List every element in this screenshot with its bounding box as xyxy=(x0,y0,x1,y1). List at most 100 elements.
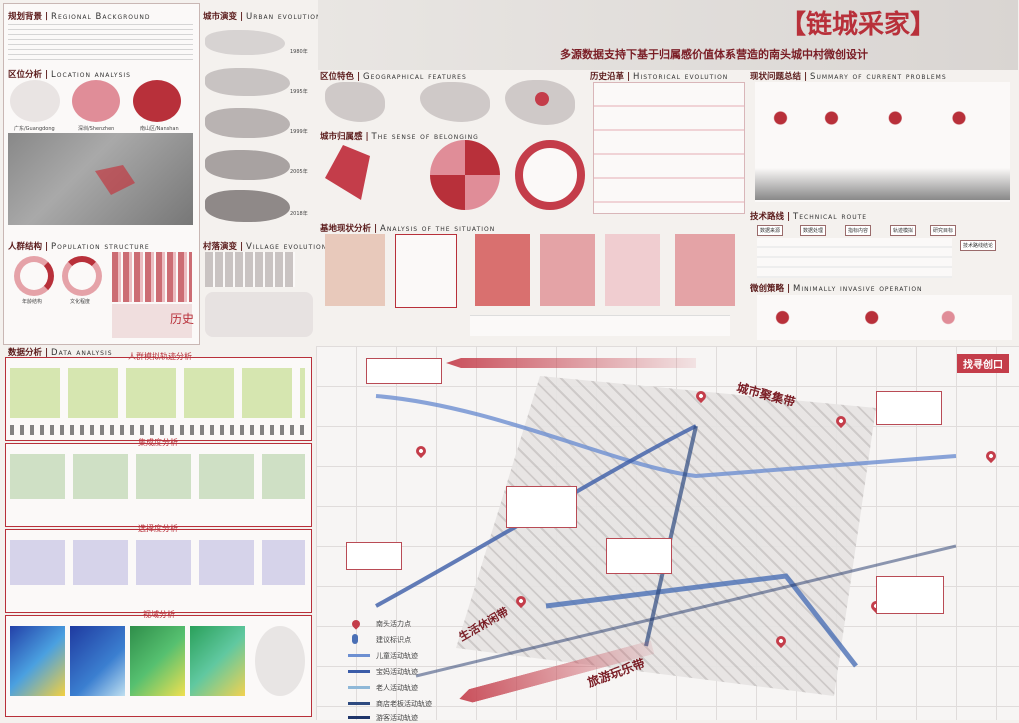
annotation-1 xyxy=(366,358,442,384)
village-evo-network xyxy=(205,292,313,337)
location-header: 区位分析 | Location analysis xyxy=(8,70,131,80)
annotation-5 xyxy=(606,538,672,574)
view-map-5 xyxy=(255,626,305,696)
history-header: 历史沿革 | Historical evolution xyxy=(590,72,729,82)
situation-map-2 xyxy=(395,234,457,308)
urban-year-2018: 2018年 xyxy=(290,211,308,217)
legend-label-mom: 宝妈活动轨迹 xyxy=(376,668,418,676)
cluster-maps xyxy=(10,454,305,499)
legend-pin xyxy=(350,618,362,630)
situation-map-3 xyxy=(475,234,530,306)
view-map-4 xyxy=(190,626,245,696)
urban-evo-2018 xyxy=(205,190,290,222)
history-word: 历史 xyxy=(170,312,195,326)
problems-skyline xyxy=(755,168,1010,200)
features-map-a xyxy=(325,82,385,122)
main-title: 【链城采家】 xyxy=(780,10,937,40)
urban-evo-1995 xyxy=(205,68,290,96)
location-map-nanshan xyxy=(133,80,181,122)
population-ring-education xyxy=(62,256,102,296)
tech-box-index: 指标内容 xyxy=(845,225,872,236)
urban-year-2005: 2005年 xyxy=(290,169,308,175)
choice-title: 选择度分析 xyxy=(138,524,178,533)
village-evo-header: 村落演变 | Village evolution xyxy=(203,242,328,252)
crowd-maps xyxy=(10,368,305,418)
legend-line-child xyxy=(348,654,370,657)
population-ring-age xyxy=(14,256,54,296)
situation-header: 基地现状分析 | Analysis of the situation xyxy=(320,224,496,234)
urban-year-1980: 1980年 xyxy=(290,49,308,55)
features-header: 区位特色 | Geographical features xyxy=(320,72,467,82)
annotation-3 xyxy=(506,486,577,528)
belonging-wheel-a xyxy=(430,140,500,210)
population-bar-grid xyxy=(112,252,192,302)
view-map-3 xyxy=(130,626,185,696)
situation-legend xyxy=(470,315,730,336)
red-arrow-top xyxy=(446,358,696,368)
tech-box-conclusion: 技术路线结论 xyxy=(960,240,997,251)
history-timeline xyxy=(593,82,745,214)
building-mass xyxy=(456,376,876,696)
title-banner xyxy=(318,0,1018,70)
tech-box-simulation: 轨迹模拟 xyxy=(890,225,917,236)
population-label-age: 年龄结构 xyxy=(22,299,43,305)
tech-box-source: 数据来源 xyxy=(757,225,784,236)
crowd-icons xyxy=(10,425,305,435)
operation-diagram xyxy=(757,295,1012,340)
village-evo-grid xyxy=(205,252,295,287)
annotation-4 xyxy=(346,542,402,570)
legend-label-elder: 老人活动轨迹 xyxy=(376,684,418,692)
location-label-shenzhen: 深圳/Shenzhen xyxy=(78,126,115,132)
legend-line-tourist xyxy=(348,716,370,719)
background-text xyxy=(8,20,193,62)
legend-line-elder xyxy=(348,686,370,689)
location-label-guangdong: 广东/Guangdong xyxy=(14,126,55,132)
urban-evo-2005 xyxy=(205,150,290,180)
situation-map-1 xyxy=(325,234,385,306)
location-map-guangdong xyxy=(10,80,60,122)
choice-maps xyxy=(10,540,305,585)
tech-route-body xyxy=(757,238,952,278)
urban-year-1999: 1999年 xyxy=(290,129,308,135)
view-title: 视域分析 xyxy=(143,610,175,619)
technical-header: 技术路线 | Technical route xyxy=(750,212,868,222)
legend-person xyxy=(352,634,358,644)
view-map-1 xyxy=(10,626,65,696)
urban-evo-header: 城市演变 | Urban evolution xyxy=(203,12,322,22)
belonging-wheel-b xyxy=(515,140,585,210)
problems-header: 现状问题总结 | Summary of current problems xyxy=(750,72,947,82)
view-map-2 xyxy=(70,626,125,696)
urban-evo-1999 xyxy=(205,108,290,138)
situation-map-5 xyxy=(605,234,660,306)
crowd-title: 人群模拟轨迹分析 xyxy=(128,352,192,361)
population-header: 人群结构 | Population structure xyxy=(8,242,150,252)
features-hotspot xyxy=(535,92,549,106)
legend-label-tourist: 游客活动轨迹 xyxy=(376,714,418,722)
legend-label-vitality: 南头活力点 xyxy=(376,620,411,628)
find-entry-tag: 找寻创口 xyxy=(957,354,1009,373)
belonging-header: 城市归属感 | The sense of belonging xyxy=(320,132,479,142)
cluster-title: 集成度分析 xyxy=(138,438,178,447)
data-header: 数据分析 | Data analysis xyxy=(8,348,113,358)
legend-label-sign: 建议标识点 xyxy=(376,636,411,644)
tech-box-goal: 研究目标 xyxy=(930,225,957,236)
annotation-2 xyxy=(876,391,942,425)
situation-map-6 xyxy=(675,234,735,306)
main-map: 找寻创口 城市聚集带 旅游玩乐带 生活休闲带 xyxy=(316,346,1019,720)
operation-header: 微创策略 | Minimally invasive operation xyxy=(750,284,923,294)
location-label-nanshan: 南山区/Nanshan xyxy=(140,126,179,132)
legend-label-child: 儿童活动轨迹 xyxy=(376,652,418,660)
background-header: 规划背景 | Regional Background xyxy=(8,12,151,22)
tech-box-process: 数据处理 xyxy=(800,225,827,236)
location-map-shenzhen xyxy=(72,80,120,122)
subtitle: 多源数据支持下基于归属感价值体系营造的南头城中村微创设计 xyxy=(560,48,868,61)
belonging-shape xyxy=(325,145,370,200)
urban-year-1995: 1995年 xyxy=(290,89,308,95)
urban-evo-1980 xyxy=(205,30,285,55)
situation-map-4 xyxy=(540,234,595,306)
legend-line-mom xyxy=(348,670,370,673)
features-map-b xyxy=(420,82,490,122)
population-label-education: 文化程度 xyxy=(70,299,91,305)
annotation-6 xyxy=(876,576,944,614)
population-word-cloud xyxy=(112,304,192,338)
